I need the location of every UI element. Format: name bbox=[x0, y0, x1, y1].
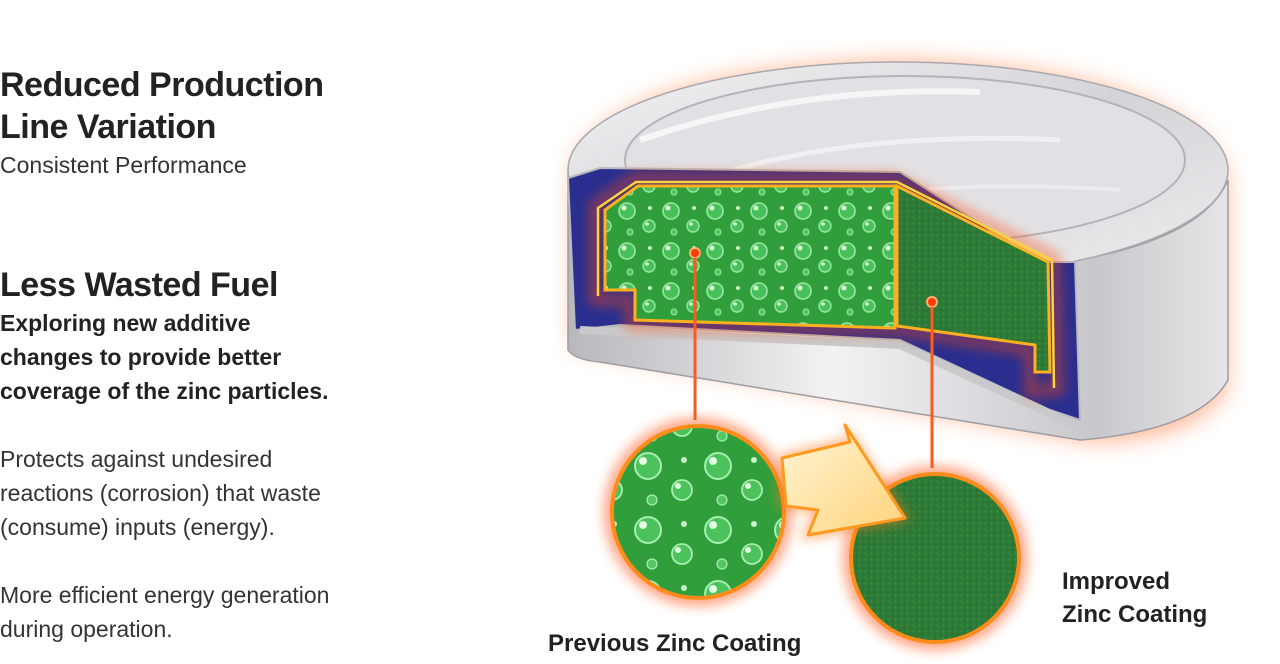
marker-dot-previous bbox=[689, 247, 701, 259]
anode-zinc-previous bbox=[603, 184, 897, 330]
lead-text-line-2: changes to provide better bbox=[0, 344, 282, 370]
paragraph-2-line-2: during operation. bbox=[0, 616, 173, 642]
paragraph-1-line-3: (consume) inputs (energy). bbox=[0, 514, 275, 540]
heading-line-variation: Line Variation bbox=[0, 108, 216, 146]
paragraph-1-line-2: reactions (corrosion) that waste bbox=[0, 480, 321, 506]
label-improved-line-1: Improved bbox=[1062, 568, 1170, 595]
subheading-consistent-performance: Consistent Performance bbox=[0, 152, 247, 178]
heading-less-wasted-fuel: Less Wasted Fuel bbox=[0, 266, 278, 304]
transition-arrow-icon bbox=[778, 418, 910, 540]
anode-zinc-improved bbox=[895, 183, 1052, 374]
text-panel: Reduced Production Line Variation Consis… bbox=[0, 0, 420, 664]
marker-dot-improved bbox=[926, 296, 938, 308]
zoom-circle-previous bbox=[604, 418, 792, 606]
label-previous-zinc-coating: Previous Zinc Coating bbox=[548, 630, 801, 657]
label-improved-line-2: Zinc Coating bbox=[1062, 601, 1207, 628]
paragraph-2-line-1: More efficient energy generation bbox=[0, 582, 330, 608]
battery-cell bbox=[566, 61, 1229, 441]
lead-text-line-3: coverage of the zinc particles. bbox=[0, 378, 329, 404]
lead-text-line-1: Exploring new additive bbox=[0, 310, 251, 336]
paragraph-1-line-1: Protects against undesired bbox=[0, 446, 273, 472]
heading-reduced-production: Reduced Production bbox=[0, 66, 324, 104]
